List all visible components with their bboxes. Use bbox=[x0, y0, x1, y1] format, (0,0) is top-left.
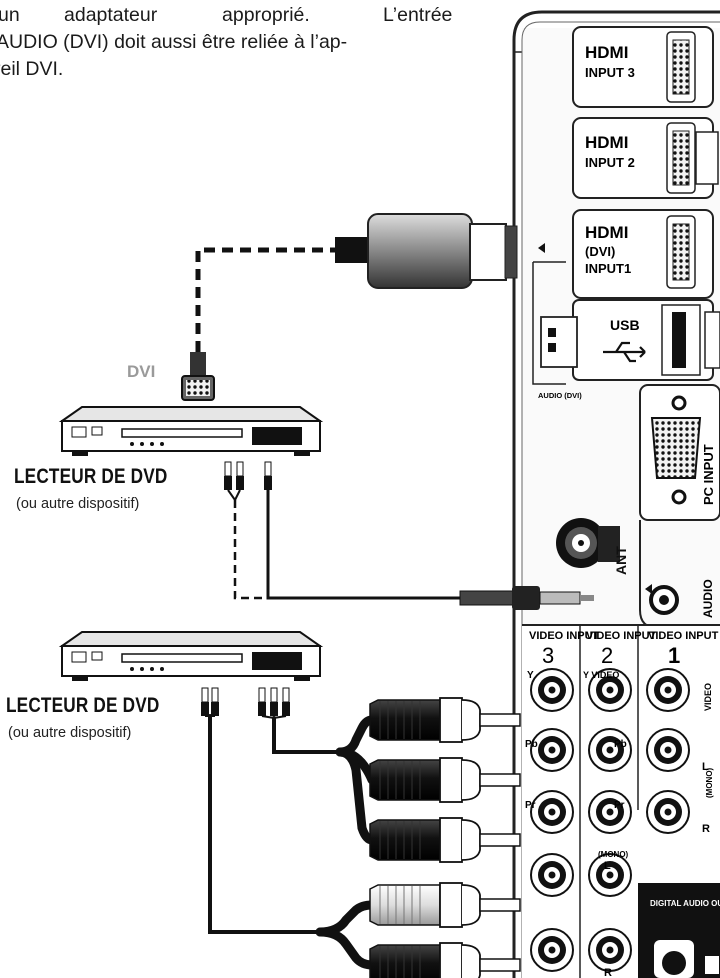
rca-plug bbox=[369, 697, 521, 743]
intro-line-2: AUDIO (DVI) doit aussi être reliée à l’a… bbox=[0, 31, 348, 53]
hdmi-input-1-label: INPUT1 bbox=[585, 261, 631, 276]
rca-plug bbox=[369, 817, 521, 863]
hdmi-dvi-sub-label: (DVI) bbox=[585, 244, 615, 259]
pc-input-port: PC INPUT bbox=[639, 384, 720, 521]
hdmi-logo: HDMI bbox=[585, 223, 628, 242]
hdmi-port-input-1-dvi: HDMI (DVI) INPUT1 bbox=[572, 209, 714, 299]
hdmi-logo: HDMI bbox=[585, 43, 628, 62]
hdmi-logo: HDMI bbox=[585, 133, 628, 152]
rca-jack bbox=[646, 728, 690, 772]
intro-line-3: reil DVI. bbox=[0, 58, 64, 80]
jack-label-pb: Pb bbox=[525, 739, 538, 750]
digital-audio-output: DIGITAL AUDIO OUTPUT bbox=[638, 883, 720, 978]
rca-plug bbox=[369, 882, 521, 928]
device-subtitle: (ou autre dispositif) bbox=[16, 496, 140, 512]
jack-label-pr-2: Pr bbox=[614, 800, 625, 811]
ant-label: ANT bbox=[613, 546, 629, 575]
dvi-label: DVI bbox=[127, 362, 156, 381]
video-input-2-number: 2 bbox=[601, 643, 613, 668]
rca-plug bbox=[369, 757, 521, 803]
rca-jack bbox=[530, 853, 574, 897]
rca-jack-grid bbox=[530, 668, 690, 972]
jack-label-l: L bbox=[702, 761, 709, 773]
jack-label-mono-l: (MONO) bbox=[598, 850, 629, 859]
jack-label-r: R bbox=[702, 823, 710, 835]
audio-jack: AUDIO bbox=[639, 520, 720, 629]
hdmi-input-2-label: INPUT 2 bbox=[585, 155, 635, 170]
rca-jack bbox=[588, 668, 632, 712]
rca-jack bbox=[646, 790, 690, 834]
rca-jack bbox=[530, 668, 574, 712]
audio-dvi-bracket bbox=[532, 261, 566, 385]
hdmi-port-input-2: HDMI INPUT 2 bbox=[572, 117, 719, 199]
rca-jack bbox=[588, 928, 632, 972]
intro-word: approprié. bbox=[222, 4, 310, 26]
dvd-player-2 bbox=[58, 631, 324, 720]
jack-label-l-2: L bbox=[604, 860, 611, 872]
ant-port: ANT bbox=[556, 518, 629, 575]
jack-label-mono: (MONO) bbox=[705, 767, 714, 798]
rca-jack bbox=[588, 728, 632, 772]
jack-label-y: Y bbox=[527, 670, 534, 681]
audio-dvi-label: AUDIO (DVI) bbox=[538, 391, 582, 400]
jack-label-y-video: Y VIDEO bbox=[583, 670, 619, 680]
rca-jack bbox=[530, 728, 574, 772]
jack-labels: Y Y VIDEO Pb Pb Pr Pr VIDEO L (MONO) R (… bbox=[525, 670, 714, 978]
intro-word: un bbox=[0, 4, 20, 26]
rca-jack bbox=[588, 790, 632, 834]
jack-label-video: VIDEO bbox=[703, 683, 713, 711]
hdmi-port-input-3: HDMI INPUT 3 bbox=[572, 26, 714, 108]
usb-icon bbox=[603, 341, 646, 363]
rca-plug bbox=[369, 942, 521, 978]
intro-line-1: un adaptateur approprié. L’entrée bbox=[0, 2, 488, 29]
dvi-cable bbox=[181, 213, 518, 401]
audio-label: AUDIO bbox=[701, 579, 715, 618]
intro-word: adaptateur bbox=[64, 4, 158, 26]
video-input-1-label: VIDEO INPUT bbox=[648, 630, 719, 642]
rca-jack bbox=[646, 668, 690, 712]
rca-jack bbox=[588, 853, 632, 897]
arrow-icon bbox=[538, 243, 545, 253]
video-input-3-number: 3 bbox=[542, 643, 554, 668]
digital-audio-output-label: DIGITAL AUDIO OUTPUT bbox=[650, 899, 720, 908]
pc-input-label: PC INPUT bbox=[701, 444, 716, 505]
device-title: LECTEUR DE DVD bbox=[14, 465, 168, 488]
jack-label-pr: Pr bbox=[525, 800, 536, 811]
device-title: LECTEUR DE DVD bbox=[6, 694, 160, 717]
jack-label-pb-2: Pb bbox=[614, 739, 627, 750]
dvd-player-1 bbox=[58, 406, 324, 502]
rca-cables bbox=[208, 697, 521, 978]
device-subtitle: (ou autre dispositif) bbox=[8, 725, 132, 741]
video-input-1-number: 1 bbox=[668, 643, 680, 668]
video-input-2-label: VIDEO INPUT bbox=[586, 630, 657, 642]
jack-label-r-2: R bbox=[604, 967, 612, 978]
video-input-3-label: VIDEO INPUT bbox=[529, 630, 600, 642]
rca-jack bbox=[530, 928, 574, 972]
intro-word: L’entrée bbox=[383, 4, 453, 26]
audio-minijack-cable bbox=[233, 486, 594, 610]
hdmi-input-3-label: INPUT 3 bbox=[585, 65, 635, 80]
rca-jack bbox=[530, 790, 574, 834]
usb-port: USB bbox=[540, 299, 720, 381]
usb-label: USB bbox=[610, 317, 640, 333]
intro-paragraph: un adaptateur approprié. L’entrée AUDIO (DV… bbox=[0, 2, 488, 83]
